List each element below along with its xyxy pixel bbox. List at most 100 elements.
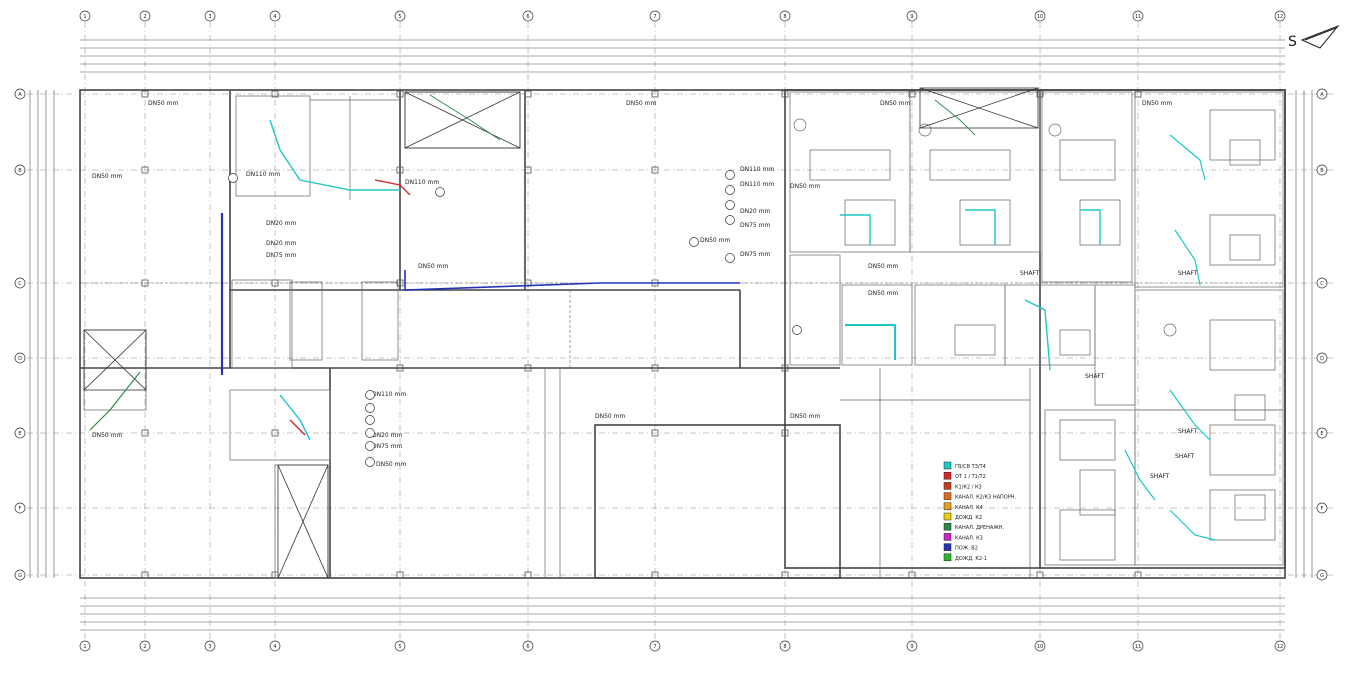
shaft-label: SHAFT <box>1178 428 1198 435</box>
hot-water-4 <box>965 209 996 245</box>
north-arrow: S <box>1288 24 1340 50</box>
axis-bubble <box>269 640 281 652</box>
axis-bubble-label: 5 <box>398 644 401 650</box>
axis-bubble-label: 1 <box>83 644 86 650</box>
axis-bubble <box>779 10 791 22</box>
pipe-label: DN50 mm <box>790 413 820 420</box>
pipe-label: DN110 mm <box>246 171 280 178</box>
column <box>1134 90 1142 98</box>
riser-bubble <box>725 170 735 180</box>
riser-bubble <box>435 187 445 197</box>
pipe-size-labels: DN50 mm DN50 mm DN50 mm DN50 mm DN50 mm … <box>92 100 1198 480</box>
axis-bubble-label: G <box>18 573 22 579</box>
legend-swatch <box>943 482 952 490</box>
legend-swatch <box>943 492 952 500</box>
column <box>271 90 279 98</box>
pipe-label: DN50 mm <box>700 237 730 244</box>
column <box>271 429 279 437</box>
legend-label: КАНАЛ. К2/К3 НАПОРН. <box>955 495 1016 501</box>
column <box>271 571 279 579</box>
riser-bubble <box>689 237 699 247</box>
riser-bubble <box>725 200 735 210</box>
legend-swatch <box>943 502 952 511</box>
axis-bubble-label: 10 <box>1037 644 1043 650</box>
axis-bubble <box>14 352 26 364</box>
axis-bubble <box>522 640 534 652</box>
heating-red-1 <box>374 179 411 196</box>
axis-bubble-label: 6 <box>526 14 529 20</box>
riser-bubble <box>725 253 735 263</box>
column <box>524 364 532 372</box>
axis-bubble <box>14 569 26 581</box>
hot-water-2 <box>279 394 311 441</box>
riser-bubble <box>365 390 375 400</box>
axis-bubble-label: 4 <box>273 644 276 650</box>
hot-water-11 <box>1124 449 1156 501</box>
pipe-label: DN50 mm <box>868 263 898 270</box>
pipe-label: DN50 mm <box>376 461 406 468</box>
hot-water-3 <box>840 214 871 245</box>
pipe-label: DN50 mm <box>148 100 178 107</box>
hot-water-5 <box>1080 209 1101 245</box>
axis-bubble-label: 11 <box>1135 644 1141 650</box>
pipe-label: DN50 mm <box>92 432 122 439</box>
column <box>141 429 149 437</box>
bottom-dimension-lines <box>80 597 1285 631</box>
drain-dark-2 <box>934 99 976 136</box>
axis-bubble-label: 2 <box>143 14 146 20</box>
riser-callouts <box>228 170 802 467</box>
pipe-label: DN50 mm <box>626 100 656 107</box>
hot-water-8 <box>1169 134 1206 181</box>
riser-bubble <box>365 403 375 413</box>
legend-label: К1/К2 / К3 <box>955 484 982 490</box>
pipe-label: DN110 mm <box>372 391 406 398</box>
legend-swatch <box>943 512 952 521</box>
axis-bubble-label: 1 <box>83 14 86 20</box>
column <box>396 279 404 287</box>
pipe-label: DN75 mm <box>266 252 296 259</box>
axis-bubble-label: 7 <box>653 14 656 20</box>
axis-bubble-label: D <box>1320 356 1324 362</box>
pipe-label: DN110 mm <box>405 179 439 186</box>
axis-bubble <box>139 640 151 652</box>
axis-bubble-label: 3 <box>208 14 211 20</box>
axis-bubble <box>1132 10 1144 22</box>
north-label: S <box>1288 34 1297 50</box>
shaft-2 <box>919 87 1039 129</box>
axis-bubble <box>1034 10 1046 22</box>
legend-swatch <box>943 461 952 470</box>
axis-bubble <box>14 88 26 100</box>
axis-bubble-label: C <box>18 281 22 287</box>
axis-bubble <box>269 10 281 22</box>
legend-swatch <box>943 553 952 562</box>
axis-bubble-label: F <box>1321 506 1324 512</box>
legend-label: КАНАЛ. К3 <box>955 535 983 541</box>
drain-dark-1 <box>429 94 501 141</box>
axis-bubble-label: 5 <box>398 14 401 20</box>
axis-bubble <box>204 640 216 652</box>
interior-walls <box>80 91 1285 579</box>
grid-axes-horizontal <box>14 93 1336 576</box>
axis-bubble <box>14 502 26 514</box>
legend-label: КАНАЛ. ДРЕНАЖН. <box>955 525 1004 531</box>
axis-bubble-label: C <box>1320 281 1324 287</box>
legend-label: ГВ/СВ Т3/Т4 <box>955 464 986 470</box>
axis-bubble <box>204 10 216 22</box>
pipe-label: DN20 mm <box>740 208 770 215</box>
column <box>396 571 404 579</box>
pipe-label: DN50 mm <box>92 173 122 180</box>
axis-bubble <box>1034 640 1046 652</box>
axis-bubble <box>1316 502 1328 514</box>
axis-bubble <box>14 277 26 289</box>
pipe-label: DN20 mm <box>266 240 296 247</box>
axis-bubble-label: 8 <box>783 644 786 650</box>
legend-swatch <box>943 522 952 531</box>
riser-bubble <box>228 173 238 183</box>
hot-water-7 <box>1024 299 1051 371</box>
hot-water-10 <box>1169 389 1211 441</box>
